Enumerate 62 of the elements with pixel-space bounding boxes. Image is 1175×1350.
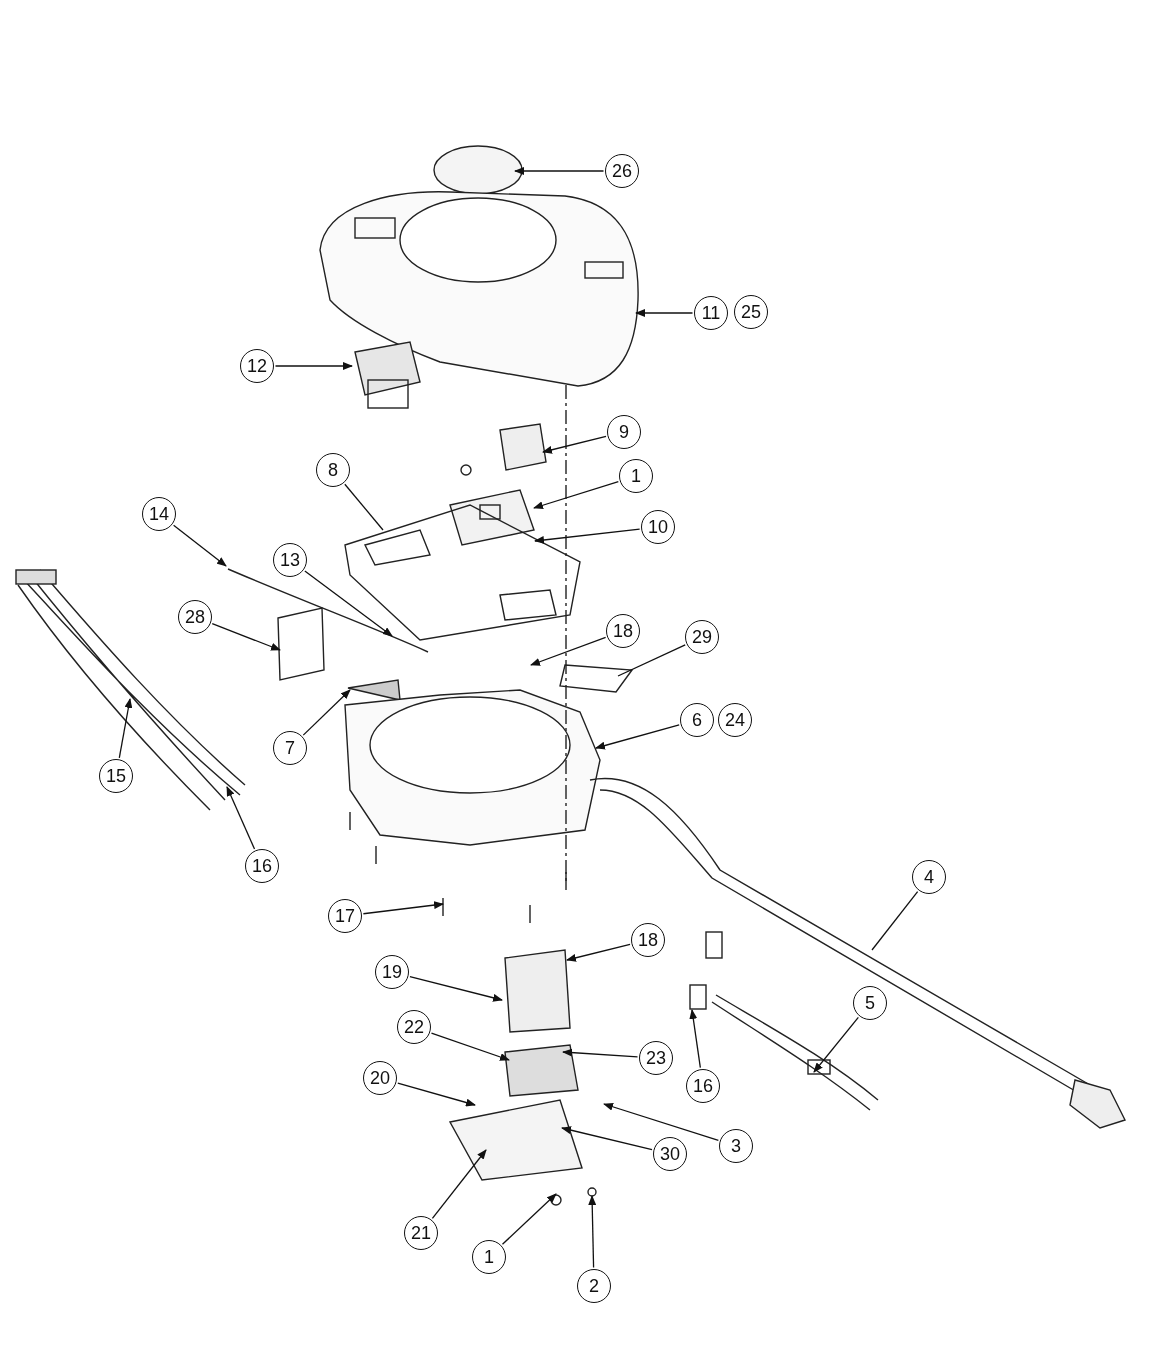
leader-line [588,1195,597,1269]
callout-number: 23 [639,1041,673,1075]
leader-line [409,975,503,1002]
callout-number: 1 [619,459,653,493]
callout-number: 7 [273,731,307,765]
callout-number: 4 [912,860,946,894]
leader-line [534,528,641,544]
leader-line [362,901,444,915]
leader-line [561,1126,653,1151]
leader-line [172,524,227,567]
callout-number: 11 [694,296,728,330]
callout-number: 19 [375,955,409,989]
leader-line [533,480,619,510]
leader-line [514,167,605,175]
callout-number: 18 [631,923,665,957]
callout-number: 5 [853,986,887,1020]
leader-line [617,644,686,677]
leader-line [274,362,353,370]
leader-line [595,724,680,750]
callout-number: 16 [245,849,279,883]
leader-line [344,483,384,531]
leader-line [871,890,919,951]
leader-line [603,1102,719,1142]
leader-line [530,636,607,666]
callout-number: 8 [316,453,350,487]
callout-number: 24 [718,703,752,737]
leader-line [501,1193,557,1245]
leader-line [542,435,607,454]
callout-number: 14 [142,497,176,531]
callout-number: 28 [178,600,212,634]
leader-line [566,943,631,962]
leader-line [813,1016,859,1073]
callout-number: 3 [719,1129,753,1163]
leader-line [562,1048,639,1058]
leader-line [635,309,694,317]
callout-number: 26 [605,154,639,188]
callout-number: 25 [734,295,768,329]
callout-number: 12 [240,349,274,383]
callout-number: 20 [363,1061,397,1095]
leader-line [118,698,133,759]
callout-number: 2 [577,1269,611,1303]
callout-number: 21 [404,1216,438,1250]
leader-line [302,689,351,736]
leader-line [431,1149,487,1220]
callout-number: 15 [99,759,133,793]
leader-line [304,570,393,637]
leader-line [211,623,281,651]
callout-number: 16 [686,1069,720,1103]
leader-line [689,1009,701,1069]
callout-number: 1 [472,1240,506,1274]
callout-number: 17 [328,899,362,933]
callout-number: 18 [606,614,640,648]
callout-number: 30 [653,1137,687,1171]
callout-number: 22 [397,1010,431,1044]
leader-line [430,1032,510,1061]
callout-number: 6 [680,703,714,737]
callout-number: 10 [641,510,675,544]
leader-line [226,786,256,850]
callout-number: 9 [607,415,641,449]
leader-line [397,1082,476,1107]
callout-number: 29 [685,620,719,654]
callout-number: 13 [273,543,307,577]
